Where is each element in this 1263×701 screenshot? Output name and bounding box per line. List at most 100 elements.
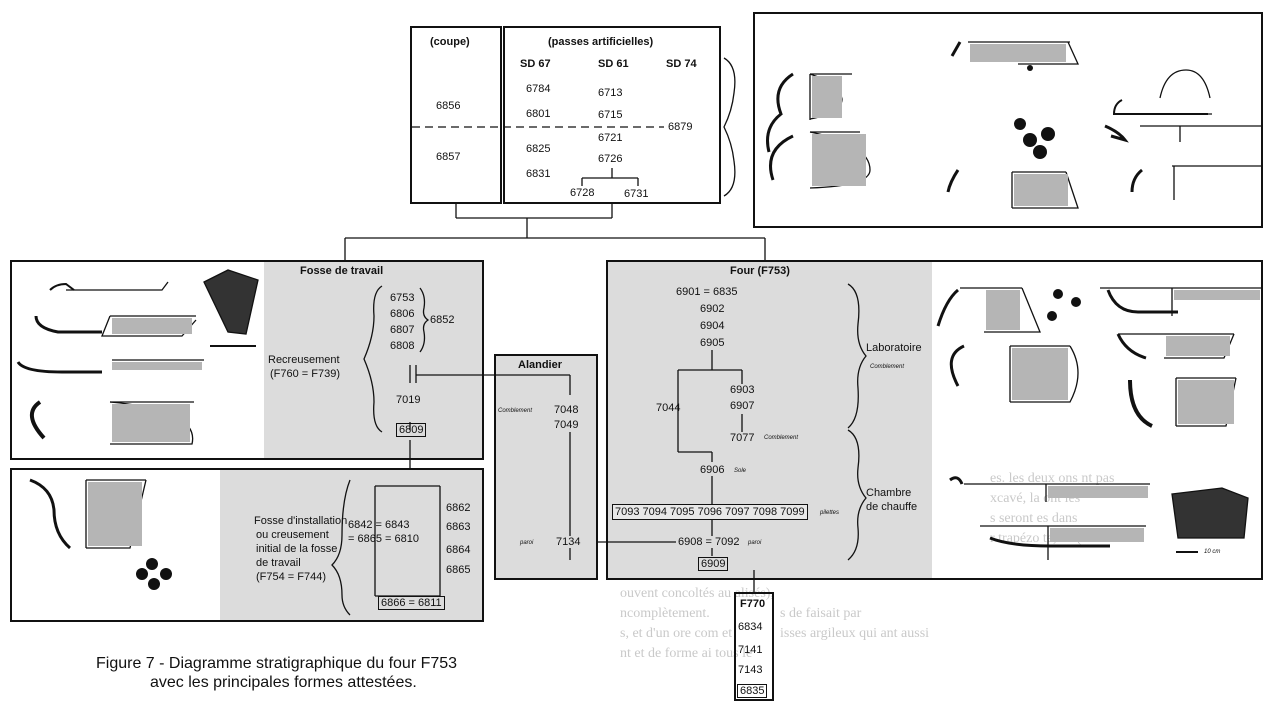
- four-unit: 6903: [730, 384, 755, 396]
- four-title: Four (F753): [730, 265, 790, 277]
- sd61-unit: 6726: [598, 153, 623, 165]
- fosse-travail-title: Fosse de travail: [300, 265, 384, 277]
- four-unit: 6907: [730, 400, 755, 412]
- fosse-travail-group: 6852: [430, 314, 455, 326]
- sd74-unit: 6879: [668, 121, 693, 133]
- passes-box: [503, 26, 721, 204]
- four-comblement: Comblement: [764, 435, 799, 441]
- chambre-label: de chauffe: [866, 501, 918, 513]
- installation-base-value: 6866 = 6811: [378, 596, 445, 610]
- f770-unit: 6834: [738, 621, 763, 633]
- four-paroi-label: paroi: [748, 540, 762, 546]
- column-sd61: SD 61: [598, 58, 629, 70]
- passes-title: (passes artificielles): [548, 36, 654, 48]
- coupe-unit-below: 6857: [436, 151, 461, 163]
- four-unit: 6906: [700, 464, 725, 476]
- background-text: nt et de forme ai tous le: [620, 646, 753, 661]
- fosse-travail-base-value: 6809: [396, 423, 427, 437]
- installation-unit: 6864: [446, 544, 471, 556]
- alandier-paroi-label: paroi: [520, 540, 534, 546]
- installation-unit: 6865: [446, 564, 471, 576]
- caption-line-1: Figure 7 - Diagramme stratigraphique du …: [96, 655, 458, 672]
- fosse-travail-unit: 7019: [396, 394, 421, 406]
- installation-equation: = 6865 = 6810: [348, 533, 419, 545]
- coupe-box: [410, 26, 502, 204]
- fosse-travail-base: 6809: [396, 423, 427, 437]
- scale-label: 10 cm: [1204, 549, 1221, 555]
- installation-equation: 6842 = 6843: [348, 519, 410, 531]
- fosse-travail-unit: 6808: [390, 340, 415, 352]
- fosse-travail-shade: [264, 262, 482, 458]
- alandier-unit: 7049: [554, 419, 579, 431]
- f770-title: F770: [740, 598, 766, 610]
- installation-label: initial de la fosse: [256, 543, 338, 555]
- background-text: ncomplètement.: [620, 606, 710, 621]
- sd61-unit: 6713: [598, 87, 623, 99]
- fosse-installation-shade: [220, 470, 482, 620]
- f770-base: 6835: [737, 684, 768, 698]
- fosse-travail-unit: 6806: [390, 308, 415, 320]
- f770-unit: 7141: [738, 644, 763, 656]
- alandier-comblement: Comblement: [498, 408, 533, 414]
- installation-label: de travail: [256, 557, 301, 569]
- laboratoire-label: Laboratoire: [866, 342, 922, 354]
- background-text: isses argileux qui ant aussi: [780, 626, 930, 641]
- four-unit: 6905: [700, 337, 725, 349]
- installation-unit: 6862: [446, 502, 471, 514]
- f770-box: [734, 592, 774, 701]
- fosse-travail-unit: 6807: [390, 324, 415, 336]
- caption-line-2: avec les principales formes attestées.: [150, 674, 417, 691]
- alandier-paroi: 7134: [556, 536, 581, 548]
- four-shade: [607, 262, 932, 578]
- four-unit: 6904: [700, 320, 725, 332]
- recreusement-feature: (F760 = F739): [270, 368, 341, 380]
- fosse-installation-box: [10, 468, 484, 622]
- four-base: 6909: [698, 557, 729, 571]
- sd67-unit: 6784: [526, 83, 551, 95]
- sd67-unit: 6831: [526, 168, 551, 180]
- installation-unit: 6863: [446, 521, 471, 533]
- fosse-travail-unit: 6753: [390, 292, 415, 304]
- installation-label: ou creusement: [256, 529, 329, 541]
- alandier-title: Alandier: [518, 359, 563, 371]
- coupe-unit-above: 6856: [436, 100, 461, 112]
- alandier-unit: 7048: [554, 404, 579, 416]
- four-unit: 6902: [700, 303, 725, 315]
- alandier-box: [494, 354, 598, 580]
- column-sd67: SD 67: [520, 58, 551, 70]
- fosse-travail-box: [10, 260, 484, 460]
- sd67-unit: 6825: [526, 143, 551, 155]
- background-text: s seront es dans: [990, 511, 1078, 526]
- f770-base-value: 6835: [737, 684, 768, 698]
- column-sd74: SD 74: [666, 58, 697, 70]
- four-unit: 7044: [656, 402, 681, 414]
- installation-label: Fosse d'installation: [254, 515, 348, 527]
- sd61-unit: 6715: [598, 109, 623, 121]
- installation-base: 6866 = 6811: [378, 596, 445, 610]
- background-text: s de faisait par: [780, 606, 862, 621]
- four-unit: 6901 = 6835: [676, 286, 738, 298]
- four-paroi: 6908 = 7092: [678, 536, 740, 548]
- pilettes-row: 7093 7094 7095 7096 7097 7098 7099: [612, 504, 808, 520]
- four-comblement: Comblement: [870, 364, 905, 370]
- f770-unit: 7143: [738, 664, 763, 676]
- coupe-title: (coupe): [430, 36, 470, 48]
- sd61-unit: 6721: [598, 132, 623, 144]
- bottom-unit: 6731: [624, 188, 649, 200]
- sole-label: Sole: [734, 468, 747, 474]
- sd67-unit: 6801: [526, 108, 551, 120]
- background-text: es. les deux ons nt pas: [990, 471, 1115, 486]
- four-unit: 7077: [730, 432, 755, 444]
- background-text: s, et d'un ore com et: [620, 626, 733, 641]
- installation-label: (F754 = F744): [256, 571, 327, 583]
- alandier-shade: [495, 356, 597, 578]
- pilettes-label: pilettes: [820, 510, 840, 516]
- top-pottery-box: [753, 12, 1263, 228]
- four-box: [606, 260, 1263, 580]
- chambre-label: Chambre: [866, 487, 912, 499]
- four-base-value: 6909: [698, 557, 729, 571]
- recreusement-label: Recreusement: [268, 354, 340, 366]
- bottom-unit: 6728: [570, 187, 595, 199]
